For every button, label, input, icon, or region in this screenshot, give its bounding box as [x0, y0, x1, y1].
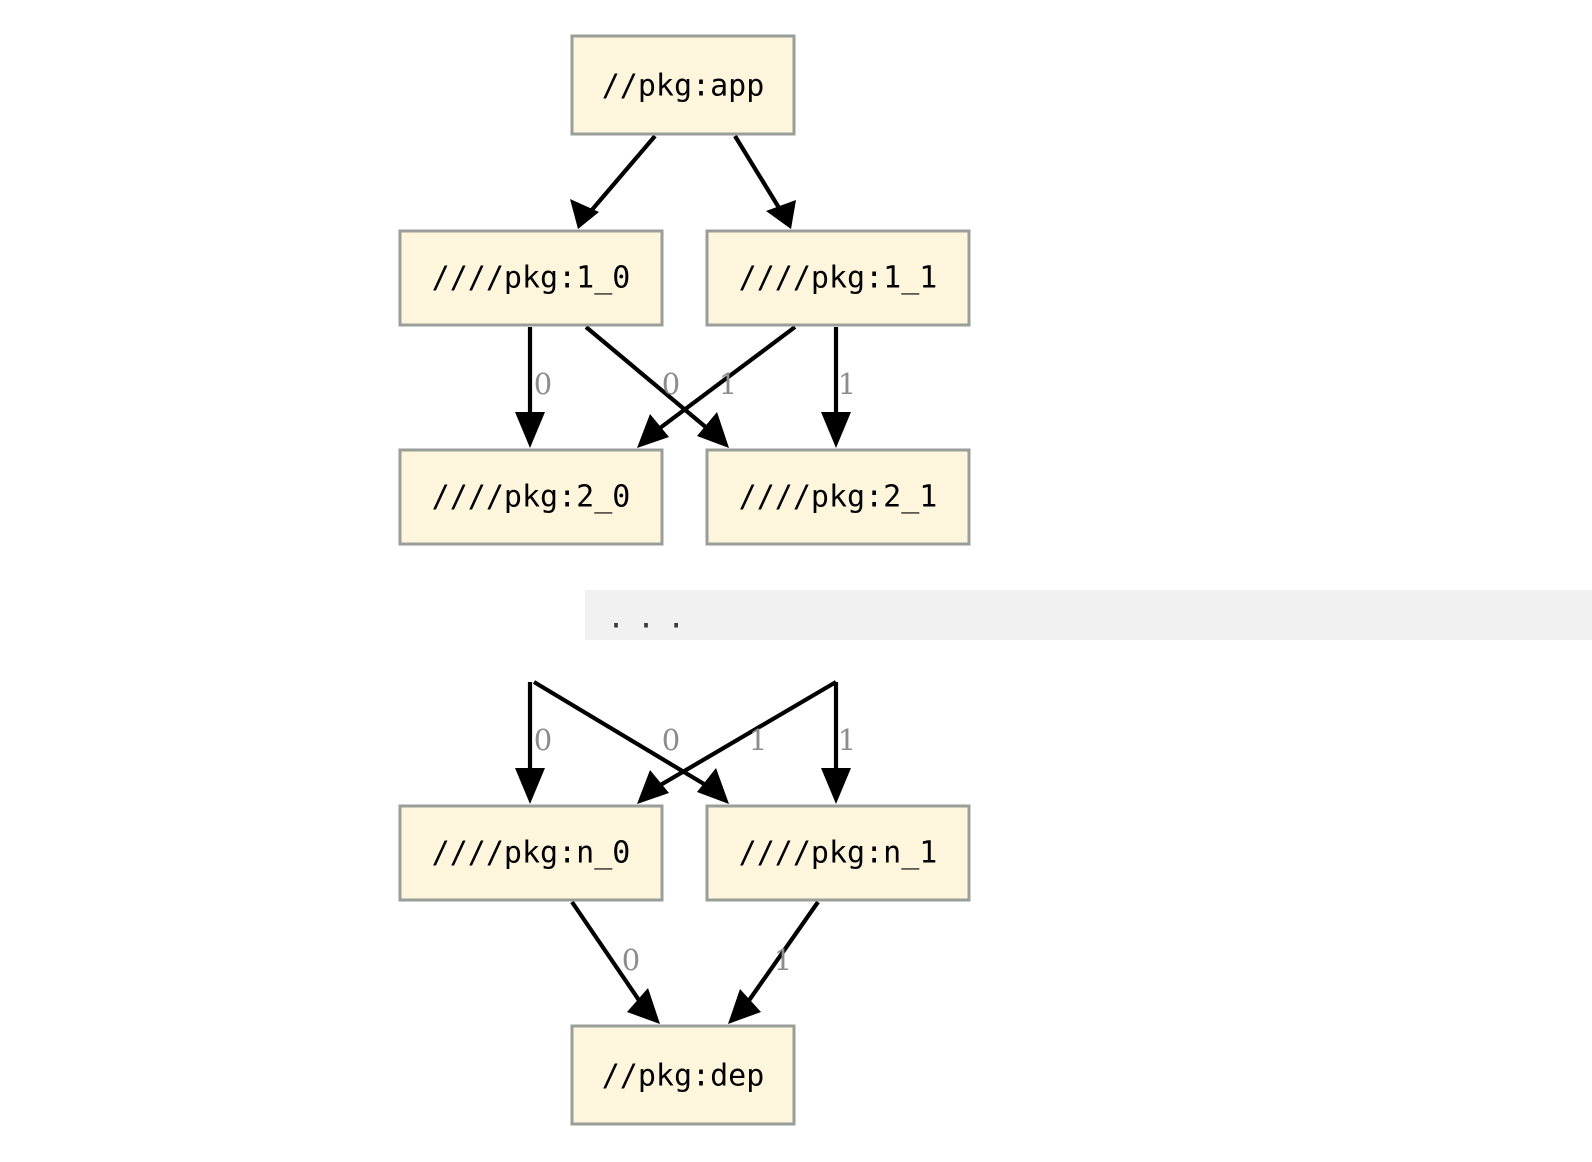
edge-n_1-to-dep: 1: [728, 900, 820, 1024]
node-label: ////pkg:n_1: [739, 836, 938, 871]
edge-prev-to-n_0-cross: 1: [637, 680, 838, 804]
edge-prev-to-n_1-cross: 0: [532, 680, 729, 804]
edge-1_1-to-2_0: 1: [637, 325, 797, 448]
node-label: ////pkg:n_0: [432, 836, 631, 871]
node-box[interactable]: [570, 34, 796, 136]
node-box[interactable]: [705, 804, 971, 902]
arrowhead-icon: [515, 768, 545, 804]
edge-prev-to-n_0: 0: [515, 682, 552, 804]
edge-app-to-1_1: [733, 134, 796, 229]
arrowhead-icon: [627, 988, 660, 1024]
edge-label: 1: [749, 723, 767, 757]
ellipsis-group: ...: [585, 590, 1592, 640]
edge-label: 0: [534, 367, 552, 401]
edges-layer: 0 0 1 1 0: [515, 134, 856, 1024]
node-1_1[interactable]: ////pkg:1_1: [705, 229, 971, 327]
arrowhead-icon: [821, 412, 851, 448]
arrowhead-icon: [515, 412, 545, 448]
node-dep[interactable]: //pkg:dep: [570, 1024, 796, 1126]
edge-line: [584, 325, 716, 436]
edge-line: [532, 680, 716, 792]
edge-label: 0: [662, 723, 680, 757]
edge-1_1-to-2_1: 1: [821, 327, 856, 448]
edge-line: [650, 680, 838, 792]
edge-label: 1: [838, 367, 856, 401]
node-n_1[interactable]: ////pkg:n_1: [705, 804, 971, 902]
node-label: //pkg:dep: [602, 1059, 765, 1094]
edge-line: [570, 900, 647, 1011]
edge-1_0-to-2_0: 0: [515, 327, 552, 448]
node-box[interactable]: [705, 448, 971, 546]
edge-label: 0: [534, 723, 552, 757]
edge-line: [741, 900, 820, 1011]
arrowhead-icon: [728, 989, 761, 1024]
edge-label: 0: [662, 367, 680, 401]
arrowhead-icon: [697, 412, 729, 448]
arrowhead-icon: [766, 200, 796, 229]
node-2_1[interactable]: ////pkg:2_1: [705, 448, 971, 546]
arrowhead-icon: [697, 768, 729, 804]
arrowhead-icon: [570, 199, 599, 229]
node-box[interactable]: [705, 229, 971, 327]
ellipsis-label: ...: [607, 601, 697, 636]
edge-label: 1: [838, 723, 856, 757]
nodes-layer: //pkg:app ////pkg:1_0 ////pkg:1_1 ////pk…: [398, 34, 971, 1126]
node-label: ////pkg:2_1: [739, 480, 938, 515]
node-box[interactable]: [398, 804, 664, 902]
node-app[interactable]: //pkg:app: [570, 34, 796, 136]
node-label: //pkg:app: [602, 69, 765, 104]
node-box[interactable]: [398, 229, 664, 327]
arrowhead-icon: [637, 414, 669, 448]
edge-line: [650, 325, 797, 436]
edge-1_0-to-2_1: 0: [584, 325, 729, 448]
node-box[interactable]: [570, 1024, 796, 1126]
edge-line: [583, 134, 657, 220]
node-box[interactable]: [398, 448, 664, 546]
ellipsis-band: [585, 590, 1592, 640]
node-label: ////pkg:1_1: [739, 261, 938, 296]
edge-label: 0: [622, 943, 640, 977]
node-label: ////pkg:1_0: [432, 261, 631, 296]
node-label: ////pkg:2_0: [432, 480, 631, 515]
edge-label: 1: [719, 367, 737, 401]
edge-prev-to-n_1: 1: [821, 682, 856, 804]
node-n_0[interactable]: ////pkg:n_0: [398, 804, 664, 902]
edge-line: [733, 134, 786, 218]
node-2_0[interactable]: ////pkg:2_0: [398, 448, 664, 546]
arrowhead-icon: [821, 768, 851, 804]
edge-n_0-to-dep: 0: [570, 900, 660, 1024]
node-1_0[interactable]: ////pkg:1_0: [398, 229, 664, 327]
edge-label: 1: [774, 943, 792, 977]
arrowhead-icon: [637, 770, 669, 804]
edge-app-to-1_0: [570, 134, 657, 229]
